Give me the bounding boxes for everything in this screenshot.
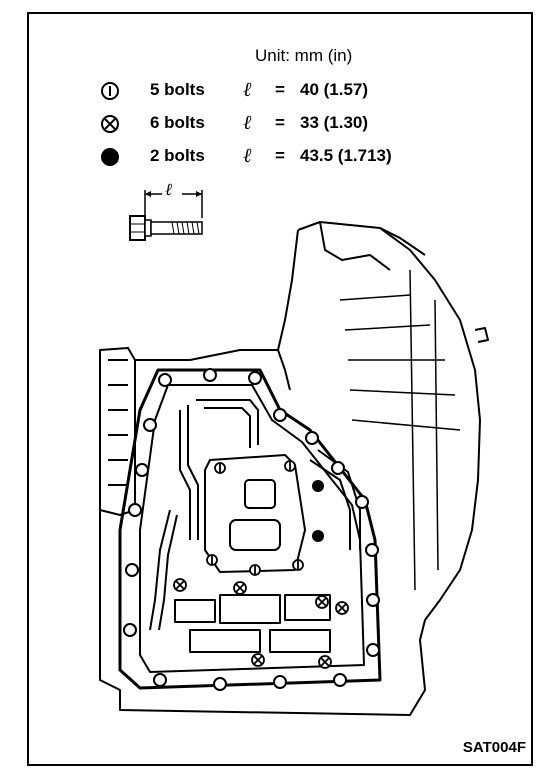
legend-row-2-bolts: 2 bolts ℓ = 43.5 (1.713)	[100, 143, 440, 169]
unit-label: Unit: mm (in)	[255, 46, 353, 65]
legend-ell-symbol: ℓ	[243, 77, 252, 101]
legend-ell-symbol: ℓ	[243, 110, 252, 134]
legend-row-5-bolts: 5 bolts ℓ = 40 (1.57)	[100, 77, 440, 103]
legend-value: 33 (1.30)	[300, 113, 369, 132]
legend-count: 6 bolts	[150, 113, 205, 132]
transaxle-valve-body-drawing	[99, 221, 489, 716]
bolt-dimension-figure: ℓ	[120, 180, 220, 250]
figure-code: SAT004F	[462, 739, 526, 756]
legend-count: 2 bolts	[150, 146, 205, 165]
filled-circle-icon	[101, 148, 119, 166]
legend-value: 40 (1.57)	[300, 80, 369, 99]
bolt-length-label: ℓ	[165, 180, 173, 200]
legend-equals: =	[275, 80, 285, 99]
legend-ell-symbol: ℓ	[243, 143, 252, 167]
bolt-icon	[129, 190, 203, 241]
legend-row-6-bolts: 6 bolts ℓ = 33 (1.30)	[100, 110, 440, 136]
circle-x-icon	[101, 115, 119, 133]
figure-frame	[27, 12, 533, 766]
legend-count: 5 bolts	[150, 80, 205, 99]
legend-value: 43.5 (1.713)	[300, 146, 392, 165]
legend-equals: =	[275, 146, 285, 165]
circle-i-icon	[101, 82, 119, 100]
legend-equals: =	[275, 113, 285, 132]
